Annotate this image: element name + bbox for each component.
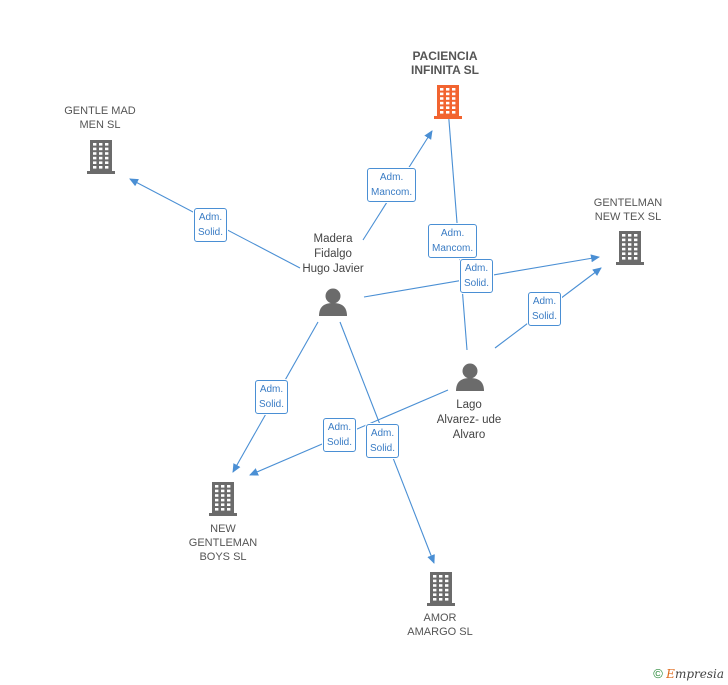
role-line: Solid. xyxy=(370,443,396,454)
company-label-gentelman-new-tex[interactable]: GENTELMAN NEW TEX SL xyxy=(593,197,663,223)
building-icon-paciencia-infinita[interactable] xyxy=(434,85,462,119)
role-line: Adm. xyxy=(464,263,489,274)
role-line: Adm. xyxy=(327,422,352,433)
company-label-amor-amargo[interactable]: AMOR AMARGO SL xyxy=(407,612,473,638)
edges xyxy=(129,107,602,564)
role-badge-adm-solid[interactable]: Adm. Solid. xyxy=(528,292,562,326)
role-badge-adm-solid[interactable]: Adm. Solid. xyxy=(323,418,357,452)
copyright-icon: © xyxy=(653,666,663,681)
role-line: Solid. xyxy=(532,311,558,322)
role-line: Mancom. xyxy=(432,243,474,254)
role-badge-adm-solid[interactable]: Adm. Solid. xyxy=(194,208,228,242)
person-label-lago[interactable]: Lago Alvarez- ude Alvaro xyxy=(436,399,502,441)
person-label-madera[interactable]: Madera Fidalgo Hugo Javier xyxy=(302,233,364,275)
role-line: Adm. xyxy=(379,172,404,183)
building-icon-gentelman-new-tex[interactable] xyxy=(616,231,644,265)
role-line: Adm. xyxy=(532,296,557,307)
building-icon-amor-amargo[interactable] xyxy=(427,572,455,606)
role-line: Adm. xyxy=(370,428,395,439)
role-line: Solid. xyxy=(198,227,224,238)
brand-logo: Empresia xyxy=(666,667,724,681)
icons xyxy=(87,85,644,606)
role-line: Solid. xyxy=(327,437,353,448)
role-badge-adm-solid[interactable]: Adm. Solid. xyxy=(460,259,494,293)
company-label-gentle-mad-men[interactable]: GENTLE MAD MEN SL xyxy=(64,105,136,131)
role-line: Adm. xyxy=(259,384,284,395)
role-line: Adm. xyxy=(198,212,223,223)
role-line: Mancom. xyxy=(371,187,413,198)
brand-logo-e: E xyxy=(666,667,675,681)
role-line: Solid. xyxy=(259,399,285,410)
role-line: Adm. xyxy=(440,228,465,239)
role-badge-adm-solid[interactable]: Adm. Solid. xyxy=(366,424,400,458)
role-badge-adm-solid[interactable]: Adm. Solid. xyxy=(255,380,289,414)
role-badge-adm-mancom[interactable]: Adm. Mancom. xyxy=(367,168,417,202)
person-icon-lago[interactable] xyxy=(456,363,484,392)
brand-logo-text: mpresia xyxy=(674,667,724,681)
footer-brand: © Empresia xyxy=(653,666,724,681)
role-badge-adm-mancom[interactable]: Adm. Mancom. xyxy=(428,224,478,258)
role-line: Solid. xyxy=(464,278,490,289)
person-icon-madera[interactable] xyxy=(319,288,347,317)
company-label-paciencia-infinita[interactable]: PACIENCIA INFINITA SL xyxy=(411,49,479,77)
company-label-new-gentleman-boys[interactable]: NEW GENTLEMAN BOYS SL xyxy=(188,523,258,563)
building-icon-gentle-mad-men[interactable] xyxy=(87,140,115,174)
building-icon-new-gentleman-boys[interactable] xyxy=(209,482,237,516)
